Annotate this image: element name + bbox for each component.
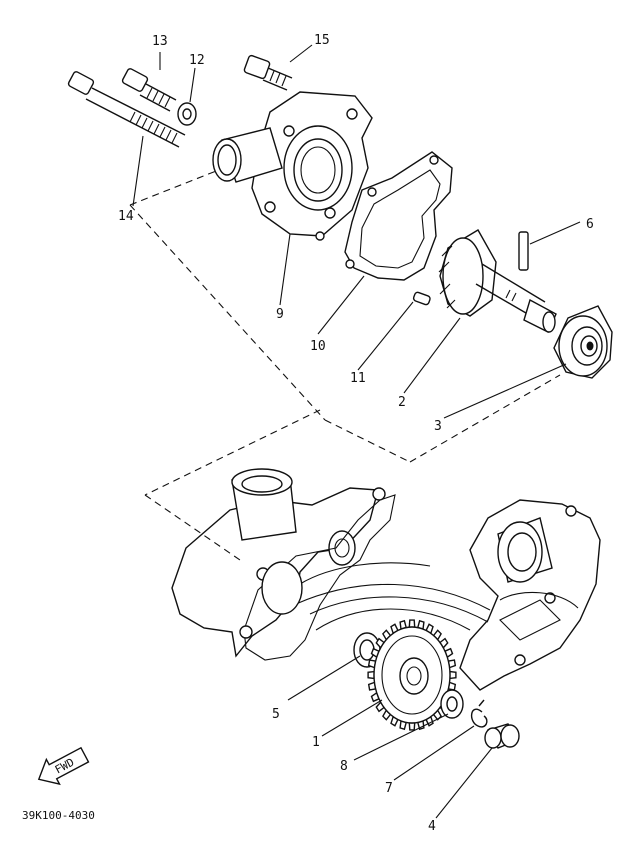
gasket-part-10 (344, 151, 453, 281)
callout-labels: 13 12 15 14 9 10 11 2 3 6 5 1 8 7 4 (118, 33, 594, 834)
callout-11: 11 (350, 371, 366, 386)
washer-part-8 (440, 689, 464, 719)
crankcase-outline (171, 468, 491, 661)
washer-part-12 (177, 102, 197, 126)
circlip-part-7 (471, 699, 488, 728)
pump-cover-part-9 (212, 91, 373, 241)
bearing-part-3 (553, 305, 613, 379)
callout-8: 8 (340, 759, 348, 774)
dowel-pin-part-11 (412, 291, 431, 306)
callout-3: 3 (434, 419, 442, 434)
gear-tooth (408, 722, 416, 731)
callout-12: 12 (189, 53, 205, 68)
fwd-arrow-icon: FWD (37, 746, 90, 786)
diagram-reference-id: 39K100-4030 (22, 809, 95, 822)
callout-1: 1 (312, 735, 320, 750)
callout-5: 5 (272, 707, 280, 722)
bolt-part-13 (121, 68, 177, 112)
callout-2: 2 (398, 395, 406, 410)
callout-7: 7 (385, 781, 393, 796)
pin-part-6 (518, 231, 529, 271)
leader-lines (132, 44, 581, 819)
impeller-shaft-part-2 (438, 229, 557, 333)
callout-14: 14 (118, 209, 134, 224)
crankcase-right-half (459, 499, 601, 691)
callout-15: 15 (314, 33, 330, 48)
long-bolt-part-14 (67, 71, 186, 148)
callout-6: 6 (586, 217, 594, 232)
collar-part-4 (484, 723, 520, 749)
bolt-part-15 (243, 54, 293, 91)
gear-part-1 (367, 619, 457, 731)
gear-tooth (408, 619, 416, 628)
callout-13: 13 (152, 34, 168, 49)
callout-4: 4 (428, 819, 436, 834)
gear-tooth (367, 670, 375, 680)
gear-tooth (449, 670, 457, 680)
callout-10: 10 (310, 339, 326, 354)
oil-seal-part-5 (353, 632, 381, 668)
callout-9: 9 (276, 307, 284, 322)
